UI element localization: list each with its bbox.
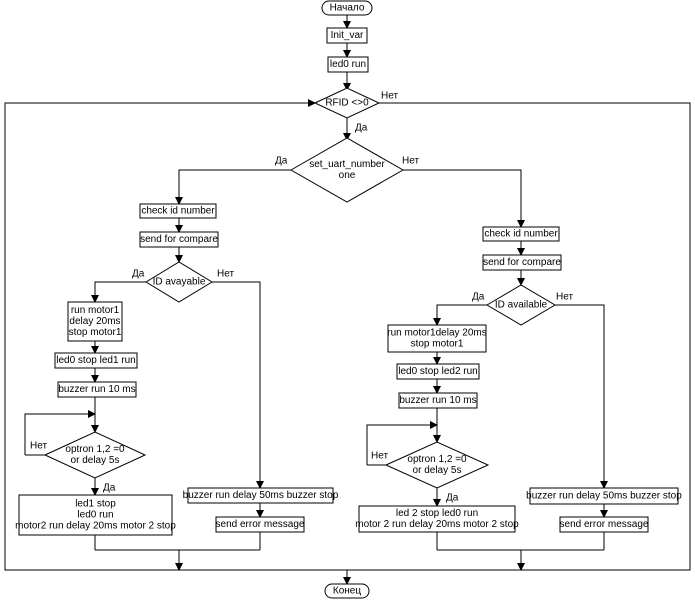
right-check-id-box-text: check id number <box>484 229 558 240</box>
uart-yes-label: Да <box>275 156 288 167</box>
edge-r-optron-loop <box>366 421 438 465</box>
uart-decision-text: one <box>339 170 356 181</box>
right-buzzer-error-box: buzzer run delay 50ms buzzer stop <box>526 487 682 505</box>
start-terminal: Начало <box>321 0 373 16</box>
left-led-switch-box-text: led0 stop led1 run <box>56 355 136 366</box>
left-buzzer-run-box-text: buzzer run 10 ms <box>58 384 135 395</box>
init-var-box-text: Init_var <box>331 30 364 41</box>
right-send-error-box: send error message <box>559 516 649 533</box>
start-terminal-text: Начало <box>330 3 365 14</box>
right-led-switch-box-text: led0 stop led2 run <box>398 366 478 377</box>
left-optron-no-label: Нет <box>30 441 47 452</box>
right-send-error-box-text: send error message <box>560 519 649 530</box>
edge-uart-no <box>403 169 525 228</box>
left-optron-yes-label: Да <box>103 483 116 494</box>
right-finish-box-text: motor 2 run delay 20ms motor 2 stop <box>355 519 519 530</box>
right-optron-no-label: Нет <box>371 451 388 462</box>
left-optron-decision-text: or delay 5s <box>71 455 120 466</box>
led0-run-box-text: led0 run <box>330 59 366 70</box>
left-check-id-box-text: check id number <box>141 206 215 217</box>
left-finish-box-text: led0 run <box>77 510 113 521</box>
right-buzzer-run-box-text: buzzer run 10 ms <box>399 395 476 406</box>
edge-l-id-no <box>212 281 264 489</box>
left-finish-box-text: led1 stop <box>75 499 116 510</box>
left-send-compare-box: send for compare <box>139 231 219 248</box>
led0-run-box: led0 run <box>327 56 369 73</box>
left-buzzer-error-box-text: buzzer run delay 50ms buzzer stop <box>183 490 339 501</box>
left-id-decision-text: ID avayable <box>153 277 206 288</box>
right-send-compare-box: send for compare <box>482 254 562 271</box>
left-id-decision: ID avayable <box>145 261 213 303</box>
left-optron-decision: optron 1,2 =0or delay 5s <box>43 431 147 479</box>
right-buzzer-run-box: buzzer run 10 ms <box>398 392 478 409</box>
edge-r-id-no <box>555 304 608 489</box>
edge-l-id-yes <box>91 281 146 303</box>
edge-uart-yes <box>175 169 291 205</box>
right-finish-box-text: led 2 stop led0 run <box>396 508 478 519</box>
edge-r-id-yes <box>433 304 487 326</box>
end-terminal-text: Конец <box>333 586 361 597</box>
left-buzzer-run-box: buzzer run 10 ms <box>57 381 137 398</box>
right-check-id-box: check id number <box>482 226 560 242</box>
uart-no-label: Нет <box>402 156 419 167</box>
left-send-error-box-text: send error message <box>216 519 305 530</box>
uart-decision-text: set_uart_number <box>309 159 385 170</box>
rfid-decision: RFID <>0 <box>313 87 381 119</box>
rfid-yes-label: Да <box>355 123 368 134</box>
right-run-motor-box-text: run motor1delay 20ms <box>387 328 487 339</box>
right-buzzer-error-box-text: buzzer run delay 50ms buzzer stop <box>526 491 682 502</box>
left-led-switch-box: led0 stop led1 run <box>54 352 138 369</box>
rfid-decision-text: RFID <>0 <box>325 98 369 109</box>
end-terminal: Конец <box>324 583 370 599</box>
connector-lines <box>4 15 691 585</box>
rfid-no-label: Нет <box>381 91 398 102</box>
left-id-no-label: Нет <box>217 269 234 280</box>
right-optron-yes-label: Да <box>446 493 459 504</box>
right-id-decision: ID available <box>486 284 556 326</box>
edge-l-optron-loop <box>24 410 96 455</box>
right-optron-decision-text: or delay 5s <box>413 465 462 476</box>
right-led-switch-box: led0 stop led2 run <box>396 363 480 380</box>
right-send-compare-box-text: send for compare <box>483 257 561 268</box>
left-run-motor-box-text: stop motor1 <box>69 327 122 338</box>
right-id-no-label: Нет <box>556 292 573 303</box>
init-var-box: Init_var <box>326 27 368 44</box>
right-optron-decision-text: optron 1,2 =0 <box>407 454 467 465</box>
left-run-motor-box-text: delay 20ms <box>69 316 120 327</box>
right-id-yes-label: Да <box>472 292 485 303</box>
left-finish-box-text: motor2 run delay 20ms motor 2 stop <box>15 521 176 532</box>
left-run-motor-box-text: run motor1 <box>71 305 120 316</box>
left-send-error-box: send error message <box>215 516 305 533</box>
left-send-compare-box-text: send for compare <box>140 234 218 245</box>
right-id-decision-text: ID available <box>495 300 548 311</box>
left-id-yes-label: Да <box>132 269 145 280</box>
right-run-motor-box-text: stop motor1 <box>411 339 464 350</box>
left-optron-decision-text: optron 1,2 =0 <box>65 444 125 455</box>
left-buzzer-error-box: buzzer run delay 50ms buzzer stop <box>183 487 339 504</box>
right-optron-decision: optron 1,2 =0or delay 5s <box>384 441 490 489</box>
left-check-id-box: check id number <box>139 203 217 219</box>
